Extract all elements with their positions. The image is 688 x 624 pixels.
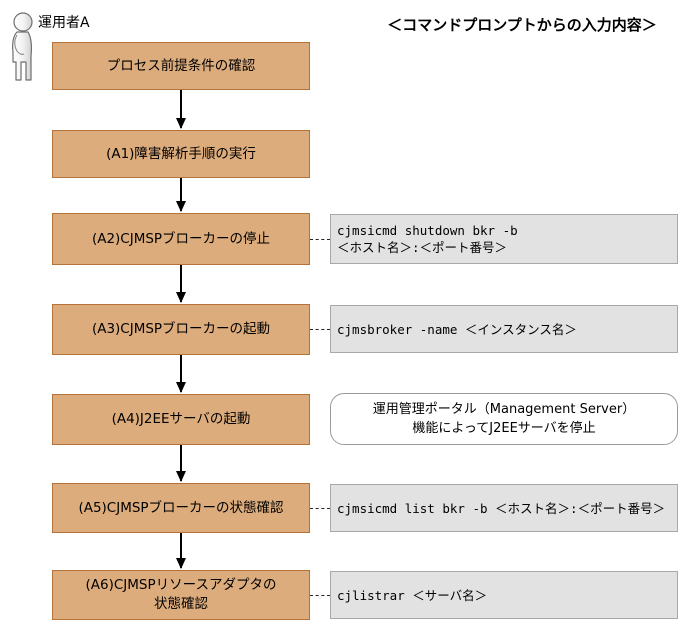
arrow-shaft [180,355,182,392]
process-node-a5[interactable]: (A5)CJMSPブローカーの状態確認 [52,483,310,533]
actor-label: 運用者A [38,15,90,31]
arrow-head [176,558,186,569]
arrow-head [176,118,186,129]
arrow-shaft [180,445,182,481]
note-command-a2: cjmsicmd shutdown bkr -b ＜ホスト名＞:＜ポート番号＞ [330,214,678,264]
arrow-shaft [180,265,182,302]
note-command-a5: cjmsicmd list bkr -b ＜ホスト名＞:＜ポート番号＞ [330,484,678,532]
process-node-precondition[interactable]: プロセス前提条件の確認 [52,42,310,90]
process-node-a1[interactable]: (A1)障害解析手順の実行 [52,130,310,178]
process-node-a3[interactable]: (A3)CJMSPブローカーの起動 [52,304,310,355]
note-connector-a3 [310,329,330,331]
arrow-head [176,382,186,393]
process-node-a6[interactable]: (A6)CJMSPリソースアダプタの 状態確認 [52,570,310,620]
arrow-head [176,201,186,212]
arrow-head [176,292,186,303]
arrow-shaft [180,178,182,211]
actor-person-icon [4,12,42,84]
note-command-a3: cjmsbroker -name ＜インスタンス名＞ [330,305,678,353]
process-node-a2[interactable]: (A2)CJMSPブローカーの停止 [52,213,310,265]
arrow-head [176,471,186,482]
arrow-shaft [180,90,182,128]
column-title-command-input: ＜コマンドプロンプトからの入力内容＞ [387,16,657,34]
process-node-a4[interactable]: (A4)J2EEサーバの起動 [52,394,310,445]
note-rounded-a4: 運用管理ポータル（Management Server） 機能によってJ2EEサー… [330,393,678,445]
note-connector-a6 [310,595,330,597]
note-command-a6: cjlistrar ＜サーバ名＞ [330,571,678,619]
note-connector-a5 [310,508,330,510]
note-connector-a2 [310,239,330,241]
arrow-shaft [180,533,182,568]
